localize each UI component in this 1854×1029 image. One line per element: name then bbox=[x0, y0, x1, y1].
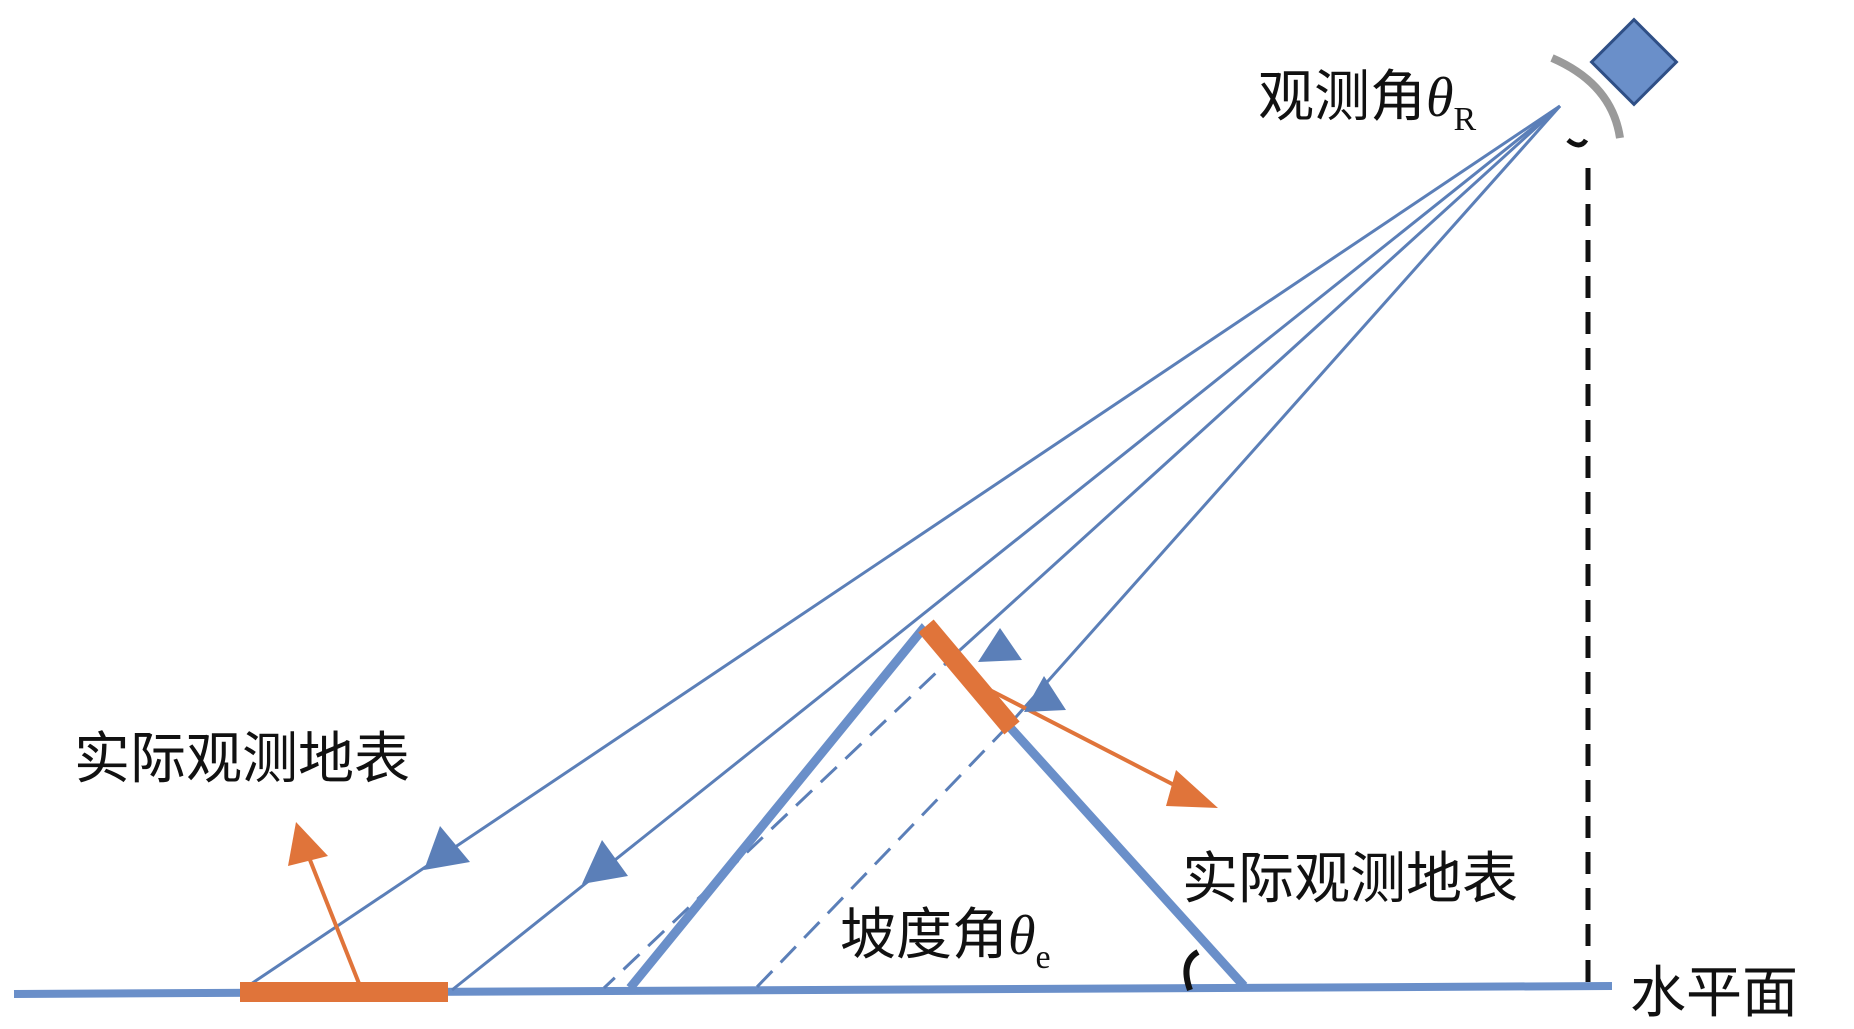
ray-dashed-2 bbox=[754, 724, 1010, 990]
satellite-sensor-icon bbox=[1550, 17, 1679, 139]
ray-line-1 bbox=[241, 104, 1561, 992]
observation-angle-symbol: θ bbox=[1426, 67, 1454, 129]
observation-angle-label: 观测角θR bbox=[1258, 52, 1476, 138]
horizontal-plane-label: 水平面 bbox=[1630, 948, 1798, 1029]
ray-line-4 bbox=[1006, 105, 1562, 727]
slope-angle-text: 坡度角 bbox=[840, 903, 1008, 968]
ray-line-3 bbox=[958, 104, 1562, 652]
ray-dashed-1 bbox=[602, 648, 962, 990]
slope-angle-label: 坡度角θe bbox=[840, 890, 1051, 976]
observation-angle-text: 观测角 bbox=[1258, 65, 1426, 130]
arrowhead-icon bbox=[288, 822, 328, 866]
normal-arrow-right bbox=[981, 684, 1181, 790]
arrowhead-icon bbox=[1166, 770, 1218, 808]
angle-arc-icon bbox=[1183, 949, 1200, 992]
arrowhead-icon bbox=[978, 628, 1022, 662]
angle-arc-icon bbox=[1566, 138, 1589, 148]
normal-arrow-left bbox=[308, 859, 362, 987]
arrowhead-icon bbox=[582, 840, 628, 884]
surface-right-text: 实际观测地表 bbox=[1182, 847, 1518, 912]
surface-right-label: 实际观测地表 bbox=[1182, 834, 1518, 915]
ray-line-2 bbox=[451, 104, 1561, 992]
slope-angle-symbol: θ bbox=[1008, 905, 1036, 967]
surface-left-text: 实际观测地表 bbox=[74, 727, 410, 792]
observation-angle-subscript: R bbox=[1453, 101, 1477, 138]
slope-angle-subscript: e bbox=[1035, 939, 1051, 976]
arrowhead-icon bbox=[1024, 676, 1066, 712]
arrowhead-icon bbox=[424, 826, 470, 870]
surface-right-bar bbox=[918, 619, 1020, 735]
horizontal-plane-text: 水平面 bbox=[1630, 961, 1798, 1026]
surface-left-label: 实际观测地表 bbox=[74, 714, 410, 795]
